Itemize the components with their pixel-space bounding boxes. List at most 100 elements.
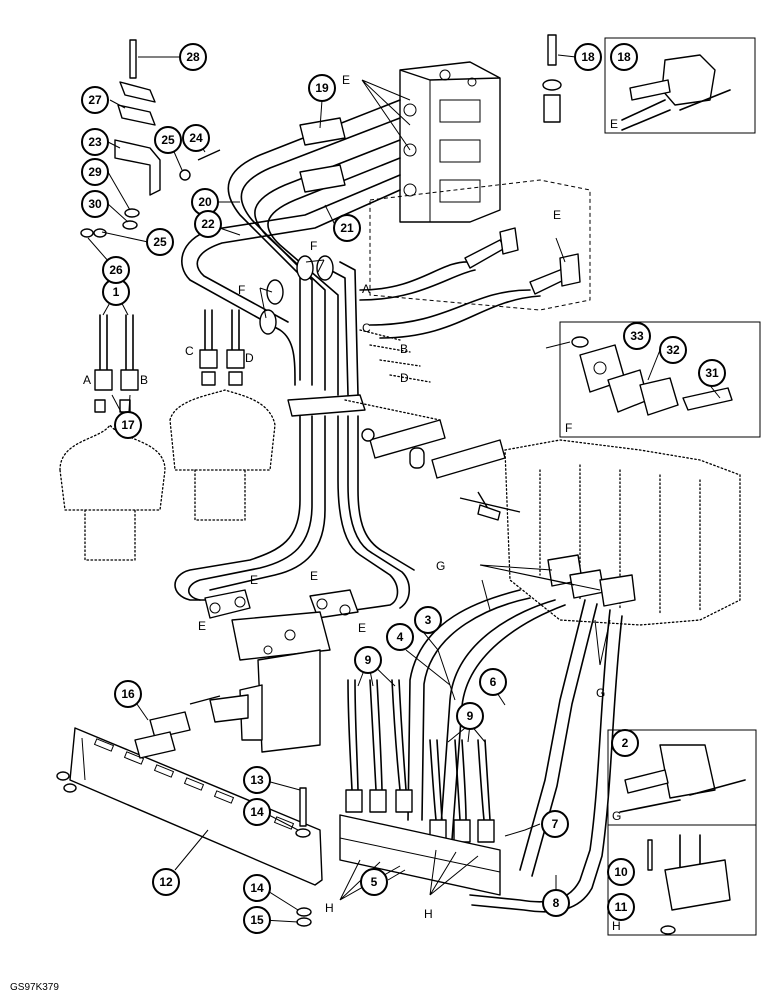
label-g-lower: G [596,686,605,700]
callout-21-text: 21 [340,221,354,235]
callout-1-text: 1 [113,285,120,299]
callout-22-text: 22 [201,217,215,231]
label-e-left-top: E [250,573,258,587]
label-b-hose: B [400,342,408,356]
callout-16-text: 16 [121,687,135,701]
callout-11-text: 11 [615,900,628,914]
rear-hoses [359,227,581,383]
callout-33: 33 [623,322,651,350]
callout-16: 16 [114,680,142,708]
callout-4-text: 4 [397,630,404,644]
left-small-parts [80,39,221,238]
label-f-upper: F [310,239,317,253]
tube-clamp-block [287,394,366,417]
callout-32-text: 32 [666,343,680,357]
callout-2-text: 2 [622,736,629,750]
callout-18a-text: 18 [581,50,595,64]
lower-steel-tubes [174,415,415,619]
callout-23-text: 23 [88,135,102,149]
callout-25b-text: 25 [153,235,167,249]
callout-10: 10 [607,858,635,886]
hoses-1 [94,309,245,391]
label-a-motor: A [83,373,91,387]
callout-2: 2 [611,729,639,757]
label-c-motor: C [185,344,194,358]
label-e-mid-top: E [310,569,318,583]
callout-7-text: 7 [552,817,559,831]
callout-19-text: 19 [315,81,329,95]
callout-23: 23 [81,128,109,156]
callout-26-text: 26 [109,263,123,277]
callout-18a: 18 [574,43,602,71]
callout-12-text: 12 [159,875,173,889]
callout-25a: 25 [154,126,182,154]
label-g-inset: G [612,809,621,823]
front-tubes [407,554,636,913]
label-h-right: H [424,907,433,921]
callout-24: 24 [182,124,210,152]
callout-13-text: 13 [250,773,264,787]
callout-4: 4 [386,623,414,651]
callout-29: 29 [81,158,109,186]
label-e-inset: E [610,117,618,131]
callout-3: 3 [414,606,442,634]
label-e-left-bottom: E [198,619,206,633]
label-d-motor: D [245,351,254,365]
callout-31: 31 [698,359,726,387]
clamp-parts [344,399,521,521]
left-motors [59,389,276,561]
callout-15: 15 [243,906,271,934]
callout-32: 32 [659,336,687,364]
label-d-hose: D [400,371,409,385]
callout-28-text: 28 [186,50,200,64]
callout-8-text: 8 [553,896,560,910]
mounting-bracket [56,727,323,886]
label-f-inset: F [565,421,572,435]
callout-30-text: 30 [88,197,102,211]
callout-33-text: 33 [630,329,644,343]
lower-valve-block [504,439,741,626]
callout-19: 19 [308,74,336,102]
callout-9a: 9 [354,646,382,674]
callout-9a-text: 9 [365,653,372,667]
label-h-left: H [325,901,334,915]
callout-3-text: 3 [425,613,432,627]
label-f-lower: F [238,283,245,297]
upper-valve-block [399,61,501,223]
callout-9b: 9 [456,702,484,730]
upper-steel-tubes [181,99,401,396]
callout-30: 30 [81,190,109,218]
callout-14a: 14 [243,798,271,826]
inset-f [559,321,761,438]
lower-left-small-parts [134,695,312,927]
inset-g [607,729,757,826]
callout-15-text: 15 [250,913,264,927]
callout-25b: 25 [146,228,174,256]
label-g-upper: G [436,559,445,573]
label-e-mid-bottom: E [358,621,366,635]
callout-27-text: 27 [88,93,102,107]
callout-17-text: 17 [121,418,135,432]
label-a-hose: A [362,282,370,296]
callout-9b-text: 9 [467,709,474,723]
callout-18b: 18 [610,43,638,71]
callout-17: 17 [114,411,142,439]
label-e-upper: E [342,73,350,87]
label-b-motor: B [140,373,148,387]
label-e-right: E [553,208,561,222]
callout-5-text: 5 [371,875,378,889]
callout-12: 12 [152,868,180,896]
callout-27: 27 [81,86,109,114]
callout-31-text: 31 [705,366,719,380]
callout-22: 22 [194,210,222,238]
label-c-hose: C [362,321,371,335]
callout-29-text: 29 [88,165,102,179]
callout-20-text: 20 [198,195,212,209]
callout-14a-text: 14 [250,805,264,819]
callout-11: 11 [607,893,635,921]
callout-10-text: 10 [614,865,628,879]
label-h-inset: H [612,919,621,933]
letter-labels: A B C D A C B D E E E E E E E F F F G G … [83,73,621,933]
callout-28: 28 [179,43,207,71]
